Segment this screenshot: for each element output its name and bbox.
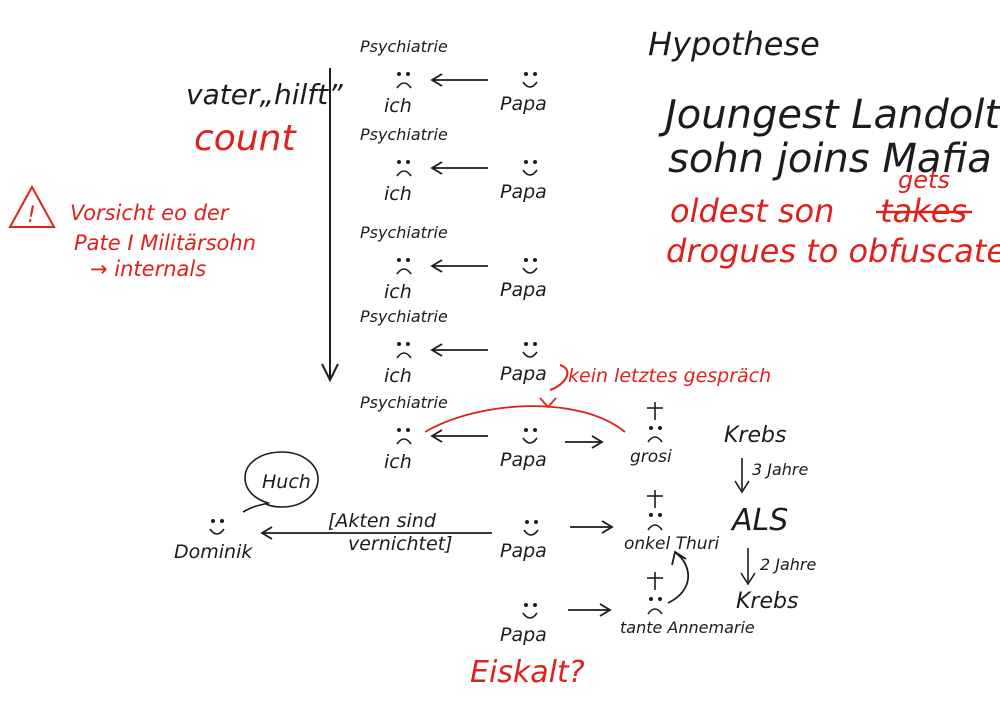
krebs-label-2: Krebs xyxy=(736,589,798,614)
ich-eye-left xyxy=(397,342,401,346)
papa-eye-left xyxy=(524,428,528,432)
no-last-talk-note: kein letztes gespräch xyxy=(568,365,771,387)
warning-mark: ! xyxy=(27,203,36,228)
three-years-label: 3 Jahre xyxy=(752,460,809,479)
papa-eye-right xyxy=(533,428,537,432)
psychiatrie-label: Psychiatrie xyxy=(360,223,448,242)
hypothesis-replacement-word: gets xyxy=(898,166,950,194)
papa-eye-left xyxy=(524,258,528,262)
hypothesis-line-2: sohn joins Mafia xyxy=(668,136,992,182)
huch-text: Huch xyxy=(262,471,311,493)
ich-eye-right xyxy=(406,342,410,346)
ich-frown xyxy=(396,82,412,89)
files-destroyed-line-2: vernichtet] xyxy=(348,533,453,555)
papa-label-row6: Papa xyxy=(500,540,547,562)
grosi-label: grosi xyxy=(630,447,672,467)
ich-eye-right xyxy=(406,428,410,432)
ich-label: ich xyxy=(384,365,412,387)
tante-annemarie-figure: tante Annemarie xyxy=(620,572,755,637)
papa-to-ich-arrowhead xyxy=(430,161,443,175)
grosi-figure: grosi xyxy=(630,402,672,467)
onkel-thuri-label: onkel Thuri xyxy=(624,534,720,554)
hypothesis-block: Hypothese Joungest Landolt sohn joins Ma… xyxy=(648,25,1000,270)
father-helps-note: vater„hilft” xyxy=(186,78,343,111)
two-years-label: 2 Jahre xyxy=(760,555,817,574)
papa-label: Papa xyxy=(500,449,547,471)
ich-eye-right xyxy=(406,160,410,164)
papa-to-ich-arrowhead xyxy=(430,429,443,443)
ich-label: ich xyxy=(384,451,412,473)
papa-label: Papa xyxy=(500,181,547,203)
papa-eye-right xyxy=(533,72,537,76)
papa-to-ich-arrowhead xyxy=(430,343,443,357)
illness-progression: Krebs 3 Jahre ALS 2 Jahre Krebs xyxy=(724,423,817,614)
eiskalt-note: Eiskalt? xyxy=(470,655,585,690)
warning-line-3: → internals xyxy=(90,257,206,281)
ich-eye-left xyxy=(397,72,401,76)
ich-frown xyxy=(396,352,412,359)
no-last-talk-annotation: kein letztes gespräch xyxy=(424,364,771,433)
papa-eye-right xyxy=(533,342,537,346)
tante-onkel-curve xyxy=(667,552,690,604)
ich-eye-left xyxy=(397,160,401,164)
als-label: ALS xyxy=(730,503,788,538)
psychiatrie-label: Psychiatrie xyxy=(360,125,448,144)
tante-annemarie-label: tante Annemarie xyxy=(620,618,755,637)
papa-eye-left xyxy=(524,72,528,76)
papa-smile xyxy=(522,81,538,88)
ich-label: ich xyxy=(384,281,412,303)
hypothesis-line-3: oldest son xyxy=(670,192,834,230)
papa-smile xyxy=(522,267,538,274)
left-notes: vater„hilft” count ! Vorsicht eo der Pat… xyxy=(8,78,343,281)
ich-label: ich xyxy=(384,183,412,205)
psychiatrie-label: Psychiatrie xyxy=(360,37,448,56)
papa-label: Papa xyxy=(500,363,547,385)
ich-eye-right xyxy=(406,258,410,262)
papa-eye-right xyxy=(533,160,537,164)
ich-frown xyxy=(396,438,412,445)
psychiatrie-label: Psychiatrie xyxy=(360,393,448,412)
onkel-thuri-figure: onkel Thuri xyxy=(624,490,720,554)
papa-eye-left xyxy=(524,342,528,346)
papa-figure-row6: Papa xyxy=(500,520,547,562)
papa-smile xyxy=(522,437,538,444)
warning-line-2: Pate I Militärsohn xyxy=(74,231,256,255)
papa-figure-row7: Papa xyxy=(500,603,547,646)
papa-smile xyxy=(522,351,538,358)
ich-eye-left xyxy=(397,258,401,262)
warning-line-1: Vorsicht eo der xyxy=(70,201,230,225)
dominik-figure: Dominik xyxy=(174,519,253,563)
papa-label: Papa xyxy=(500,279,547,301)
papa-smile xyxy=(522,169,538,176)
papa-to-ich-arrowhead xyxy=(430,73,443,87)
dominik-label: Dominik xyxy=(174,541,253,563)
files-destroyed-line-1: [Akten sind xyxy=(328,510,437,532)
huch-speech-bubble: Huch xyxy=(242,451,319,513)
ich-frown xyxy=(396,170,412,177)
krebs-label-1: Krebs xyxy=(724,423,786,448)
ich-grosi-curve xyxy=(424,405,626,433)
papa-label-row7: Papa xyxy=(500,624,547,646)
papa-label: Papa xyxy=(500,93,547,115)
hypothesis-heading: Hypothese xyxy=(648,25,820,63)
count-note: count xyxy=(194,118,297,159)
hypothesis-line-4: drogues to obfuscate xyxy=(666,232,1000,270)
papa-eye-right xyxy=(533,258,537,262)
ich-label: ich xyxy=(384,95,412,117)
family-area: grosi Papa onkel Thuri [Akten sind verni… xyxy=(174,402,755,690)
time-arrow xyxy=(321,68,339,383)
papa-eye-left xyxy=(524,160,528,164)
psychiatrie-label: Psychiatrie xyxy=(360,307,448,326)
papa-to-ich-arrowhead xyxy=(430,259,443,273)
ich-eye-right xyxy=(406,72,410,76)
ich-eye-left xyxy=(397,428,401,432)
warning-icon xyxy=(8,184,56,228)
hypothesis-line-1: Joungest Landolt xyxy=(658,92,1000,138)
ich-frown xyxy=(396,268,412,275)
